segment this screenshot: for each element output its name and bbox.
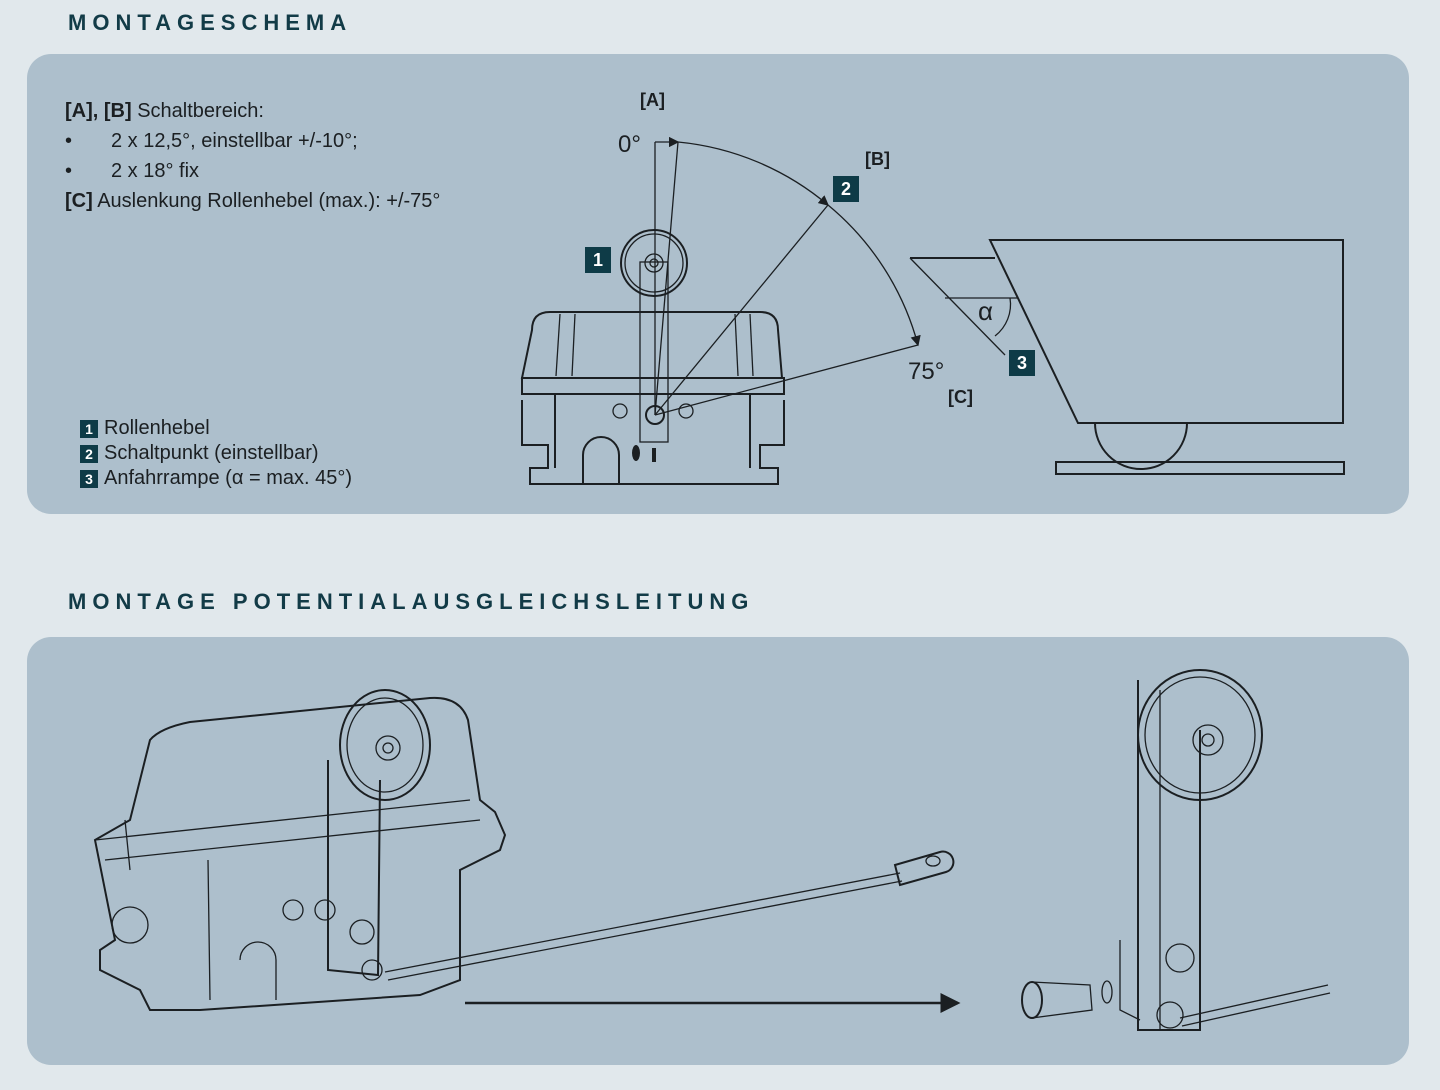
section-title-montageschema: MONTAGESCHEMA: [68, 10, 353, 35]
badge-3: 3: [1009, 350, 1035, 376]
spec-c-label: [C]: [65, 190, 93, 212]
spec-ab-label: [A], [B]: [65, 100, 132, 122]
label-b: [B]: [865, 149, 890, 169]
legend-badge: 1: [80, 419, 98, 438]
angle-indicators: [654, 136, 921, 416]
spec-ab-text: Schaltbereich:: [137, 100, 264, 122]
legend-item: 3 Anfahrrampe (α = max. 45°): [80, 466, 352, 491]
spec-bullet-1: 2 x 12,5°, einstellbar +/-10°;: [111, 130, 358, 152]
legend-item: 1 Rollenhebel: [80, 416, 352, 441]
section-title-potentialausgleich: MONTAGE POTENTIALAUSGLEICHSLEITUNG: [68, 589, 755, 614]
label-c: [C]: [948, 387, 973, 407]
label-a: [A]: [640, 90, 665, 110]
legend-text: Schaltpunkt (einstellbar): [104, 442, 319, 464]
badge-1: 1: [585, 247, 611, 273]
spec-c-text: Auslenkung Rollenhebel (max.): +/-75°: [97, 190, 441, 212]
legend-text: Rollenhebel: [104, 417, 210, 439]
angle-0-label: 0°: [618, 131, 641, 158]
lever-detail-view: [1021, 669, 1331, 1031]
legend-text: Anfahrrampe (α = max. 45°): [104, 467, 352, 489]
legend-item: 2 Schaltpunkt (einstellbar): [80, 441, 352, 466]
switch-front-view: [520, 229, 785, 485]
legend-badge: 3: [80, 469, 98, 488]
switch-isometric-view: [93, 689, 955, 1011]
switching-range-spec: [A], [B] Schaltbereich: •2 x 12,5°, eins…: [65, 100, 441, 212]
badge-2: 2: [833, 176, 859, 202]
legend-badge: 2: [80, 444, 98, 463]
montageschema-panel: [27, 54, 1409, 514]
ramp-cart-drawing: [909, 239, 1345, 475]
alpha-label: α: [978, 296, 994, 326]
angle-75-label: 75°: [908, 358, 945, 385]
spec-bullet-2: 2 x 18° fix: [111, 160, 200, 182]
